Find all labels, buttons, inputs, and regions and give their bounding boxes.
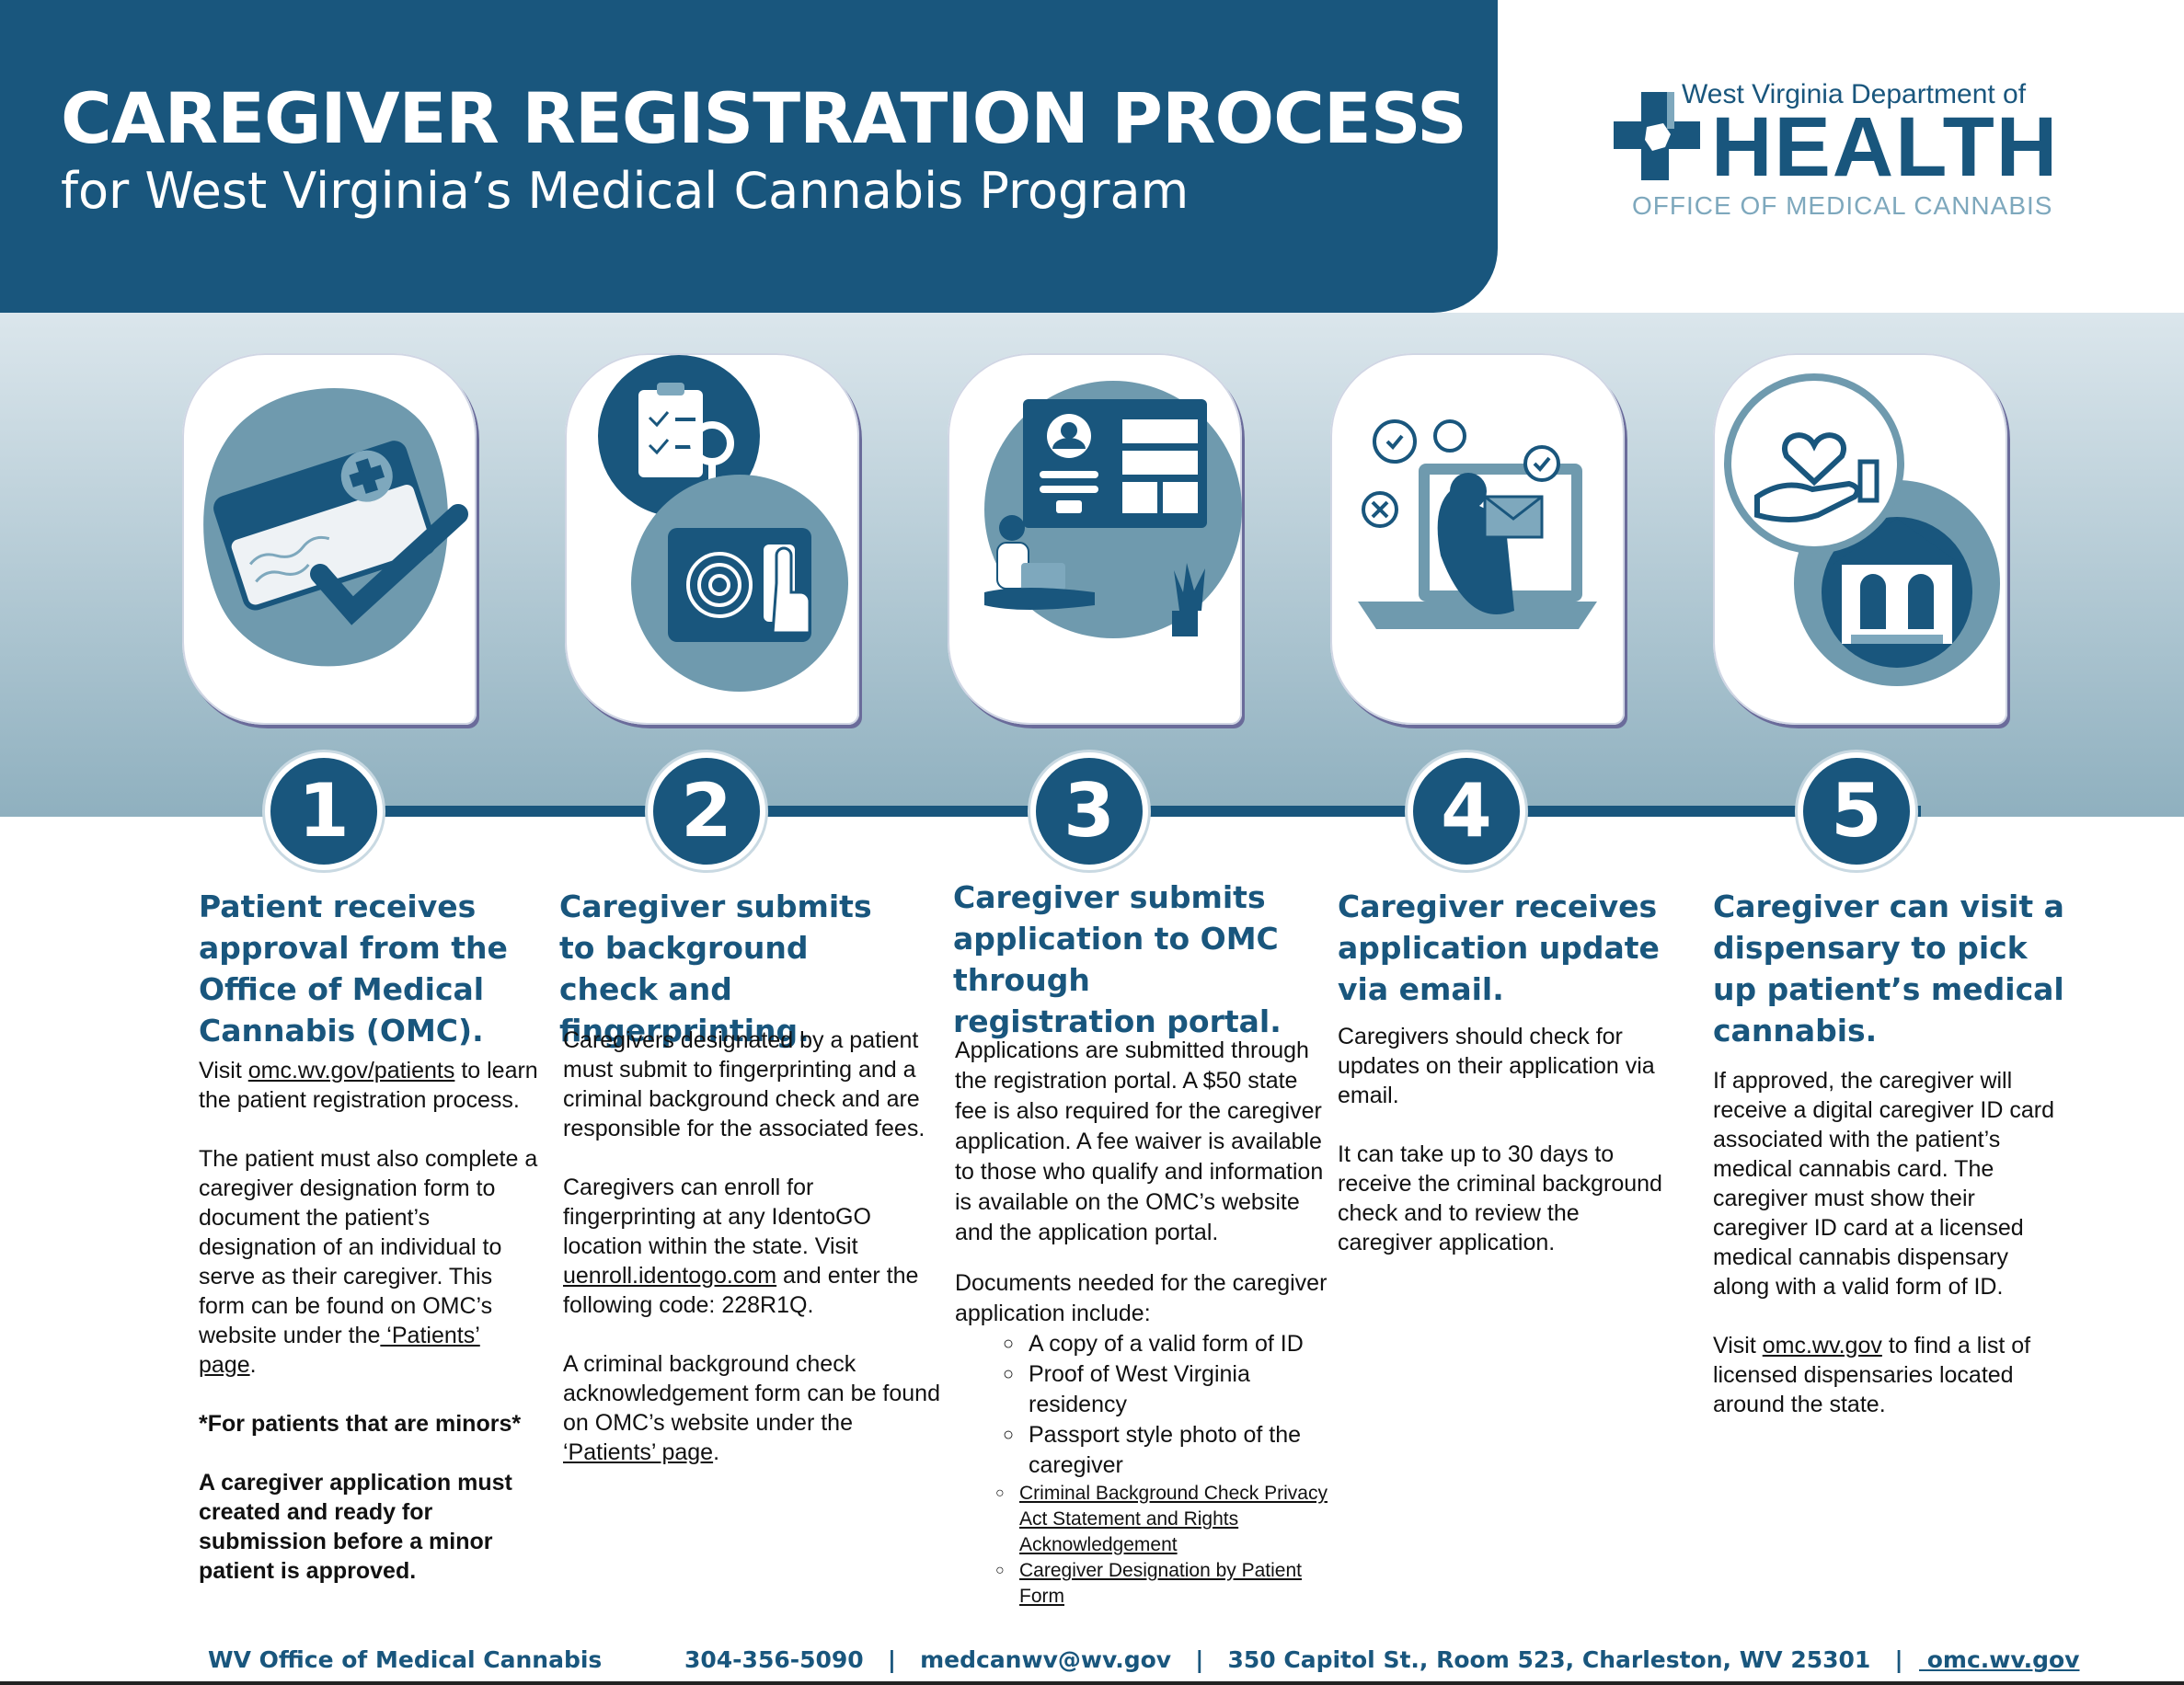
logo-dept-text: West Virginia Department of xyxy=(1682,79,2027,109)
step-1-text: The patient must also complete a caregiv… xyxy=(199,1146,538,1348)
omc-patients-link[interactable]: omc.wv.gov/patients xyxy=(247,1058,455,1083)
footer: WV Office of Medical Cannabis 304-356-50… xyxy=(0,1645,2184,1681)
step-1-body: Visit omc.wv.gov/patients to learn the p… xyxy=(199,1056,543,1586)
step-4-text: Caregivers should check for updates on t… xyxy=(1338,1024,1655,1108)
identogo-link[interactable]: uenroll.identogo.com xyxy=(563,1263,777,1289)
docs-list-item: Proof of West Virginia residency xyxy=(1003,1359,1332,1420)
footer-sep: | xyxy=(1894,1646,1903,1673)
step-2-body: Caregivers designated by a patient must … xyxy=(563,1026,949,1467)
docs-list-item: A copy of a valid form of ID xyxy=(1003,1329,1332,1359)
logo-health-text: HEALTH xyxy=(1711,100,2060,194)
step-2-text: and enter the following code: 228R1Q. xyxy=(563,1263,919,1318)
health-cross-icon xyxy=(1614,92,1700,180)
step-3-body: Applications are submitted through the r… xyxy=(955,1036,1332,1610)
footer-address: 350 Capitol St., Room 523, Charleston, W… xyxy=(1227,1646,1871,1673)
docs-list-item: Passport style photo of the caregiver xyxy=(1003,1420,1332,1481)
footer-website-link[interactable]: omc.wv.gov xyxy=(1919,1646,2080,1673)
step-5-number: 5 xyxy=(1798,752,1915,870)
step-5-text: If approved, the caregiver will receive … xyxy=(1713,1068,2054,1300)
step-3-card xyxy=(948,353,1242,725)
step-1-text: to learn the patient registration proces… xyxy=(199,1058,538,1113)
step-4-heading: Caregiver receives application update vi… xyxy=(1338,888,1660,1007)
step-2-text: A criminal background check acknowledgem… xyxy=(563,1351,940,1436)
step-1-number: 1 xyxy=(265,752,383,870)
page-title: CAREGIVER REGISTRATION PROCESS xyxy=(61,77,1467,159)
email-update-icon xyxy=(1358,419,1597,629)
footer-email[interactable]: medcanwv@wv.gov xyxy=(920,1646,1172,1673)
clipboard-fingerprint-icon xyxy=(598,355,848,692)
caregiver-designation-form-link[interactable]: Caregiver Designation by Patient Form xyxy=(995,1558,1332,1610)
step-1-heading: Patient receives approval from the Offic… xyxy=(199,888,508,1049)
step-2-heading: Caregiver submits to background check an… xyxy=(559,888,872,1049)
background-check-form-link[interactable]: Criminal Background Check Privacy Act St… xyxy=(995,1481,1332,1558)
footer-contact: 304-356-5090 | medcanwv@wv.gov | 350 Cap… xyxy=(684,1646,2079,1673)
step-5-body: If approved, the caregiver will receive … xyxy=(1713,1066,2063,1419)
step-5-heading: Caregiver can visit a dispensary to pick… xyxy=(1713,888,2064,1049)
minors-requirement: A caregiver application must created and… xyxy=(199,1470,512,1584)
omc-website-link[interactable]: omc.wv.gov xyxy=(1762,1333,1882,1358)
step-4-number: 4 xyxy=(1408,752,1525,870)
medical-card-check-icon xyxy=(203,387,468,667)
wv-health-logo: West Virginia Department of HEALTH OFFIC… xyxy=(1610,79,2057,226)
step-3-heading: Caregiver submits application to OMC thr… xyxy=(953,879,1282,1039)
registration-portal-icon xyxy=(984,381,1242,638)
step-3-text: Applications are submitted through the r… xyxy=(955,1037,1324,1245)
minors-note: *For patients that are minors* xyxy=(199,1411,522,1437)
dispensary-care-icon xyxy=(1724,373,2000,686)
step-2-text: . xyxy=(713,1439,720,1465)
step-5-text: to find a list of licensed dispensaries … xyxy=(1713,1333,2031,1417)
patients-page-link[interactable]: ‘Patients’ page xyxy=(563,1439,714,1465)
page-subtitle: for West Virginia’s Medical Cannabis Pro… xyxy=(61,162,1190,220)
footer-sep: | xyxy=(887,1646,896,1673)
footer-rule xyxy=(0,1681,2184,1685)
step-1-text: Visit xyxy=(199,1058,248,1083)
header-banner: CAREGIVER REGISTRATION PROCESS for West … xyxy=(0,0,1498,313)
step-1-card xyxy=(182,353,477,725)
step-2-card xyxy=(565,353,859,725)
footer-sep: | xyxy=(1195,1646,1204,1673)
step-2-text: Caregivers designated by a patient must … xyxy=(563,1027,925,1141)
step-3-docs-intro: Documents needed for the caregiver appli… xyxy=(955,1270,1328,1326)
docs-list: A copy of a valid form of ID Proof of We… xyxy=(1003,1329,1332,1481)
footer-org: WV Office of Medical Cannabis xyxy=(208,1646,603,1673)
patients-page-link[interactable]: ‘Patients’ page xyxy=(199,1323,480,1378)
logo-office-text: OFFICE OF MEDICAL CANNABIS xyxy=(1632,191,2053,220)
footer-phone: 304-356-5090 xyxy=(684,1646,864,1673)
step-3-number: 3 xyxy=(1030,752,1148,870)
step-2-text: Caregivers can enroll for fingerprinting… xyxy=(563,1175,871,1259)
step-4-body: Caregivers should check for updates on t… xyxy=(1338,1022,1672,1257)
step-4-text: It can take up to 30 days to receive the… xyxy=(1338,1141,1662,1255)
step-5-card xyxy=(1713,353,2007,725)
step-5-text: Visit xyxy=(1713,1333,1763,1358)
docs-links-list: Criminal Background Check Privacy Act St… xyxy=(995,1481,1332,1610)
step-2-number: 2 xyxy=(648,752,765,870)
step-4-card xyxy=(1330,353,1625,725)
step-1-text: . xyxy=(249,1352,257,1378)
